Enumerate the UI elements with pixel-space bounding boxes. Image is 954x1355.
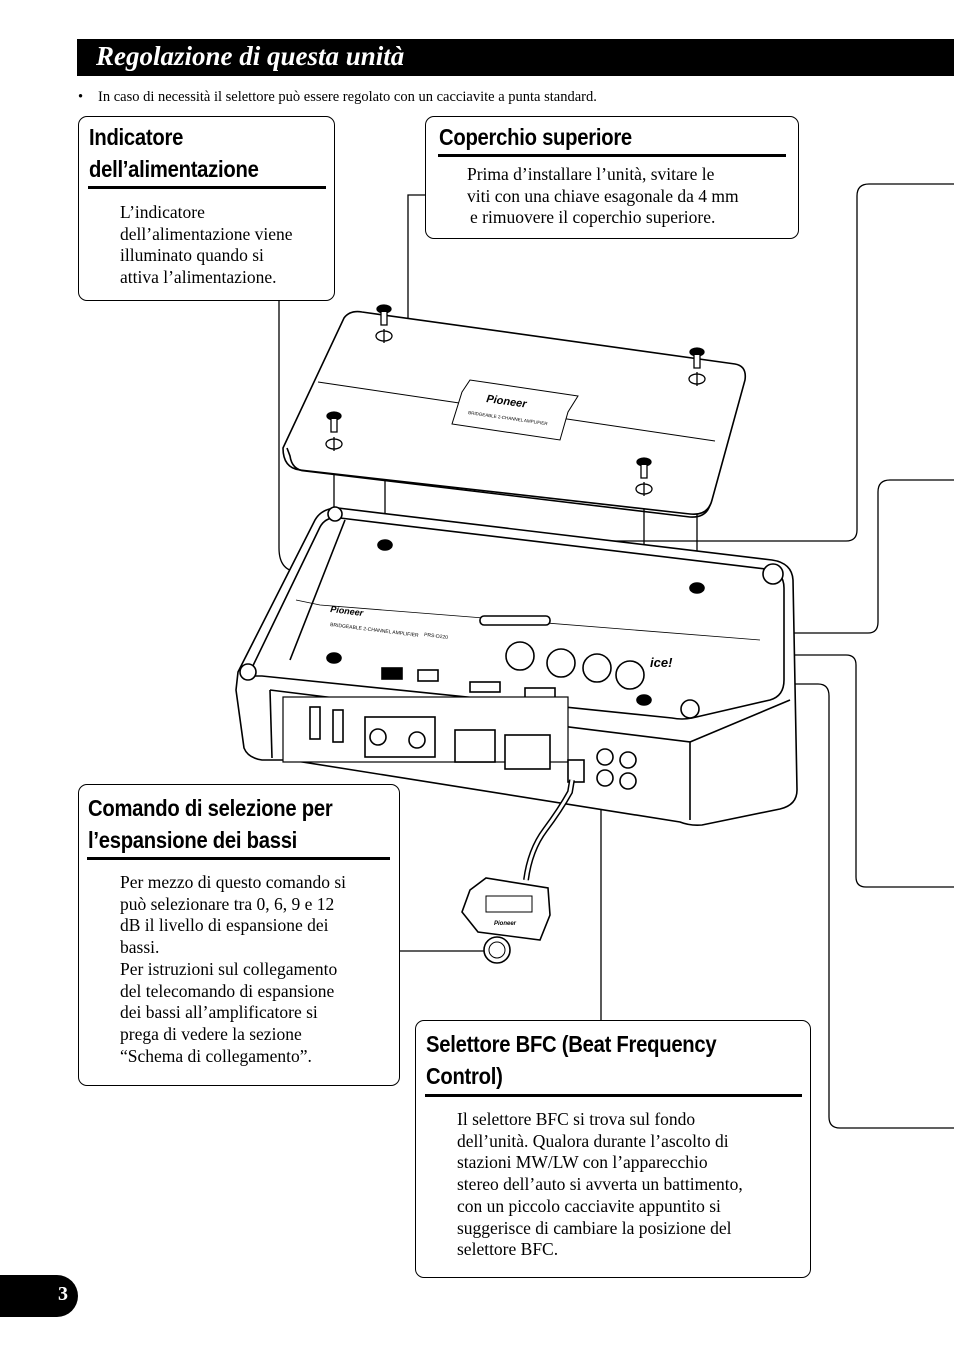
amplifier-body: [235, 506, 798, 826]
top-cover: [282, 310, 747, 518]
bass-remote-knob-icon: [461, 779, 575, 964]
callout-body: L’indicatore dell’alimentazione viene il…: [120, 202, 293, 288]
callout-body: Prima d’installare l’unità, svitare le v…: [467, 164, 739, 228]
callout-body: Il selettore BFC si trova sul fondo dell…: [457, 1109, 743, 1260]
title-rule: [87, 857, 390, 860]
title-rule: [438, 154, 786, 157]
page-number-tab: 3: [0, 1275, 78, 1317]
cover-brand: Pioneer: [486, 393, 528, 411]
remote-brand: Pioneer: [494, 921, 517, 927]
hex-screw-icon: [325, 304, 706, 496]
title-rule: [88, 186, 326, 189]
callout-top-cover: Coperchio superiore Prima d’installare l…: [425, 116, 799, 239]
panel-brand: Pioneer: [330, 604, 364, 618]
page-title: Regolazione di questa unità: [96, 41, 405, 71]
panel-model: PRS-D220: [424, 632, 449, 641]
callout-title: Coperchio superiore: [439, 124, 632, 150]
leader-bfc-right: [624, 683, 954, 1129]
bullet-note: • In caso di necessità il selettore può e…: [78, 89, 597, 106]
page-number: 3: [58, 1283, 68, 1305]
leader-cover: [407, 194, 425, 376]
title-rule: [425, 1094, 802, 1097]
panel-logo: ice!: [650, 655, 673, 670]
bullet-dot: •: [78, 89, 84, 105]
header-banner: Regolazione di questa unità: [77, 39, 954, 76]
bullet-text: In caso di necessità il selettore può es…: [98, 89, 597, 105]
callout-body: Per mezzo di questo comando si può selez…: [120, 872, 346, 1066]
